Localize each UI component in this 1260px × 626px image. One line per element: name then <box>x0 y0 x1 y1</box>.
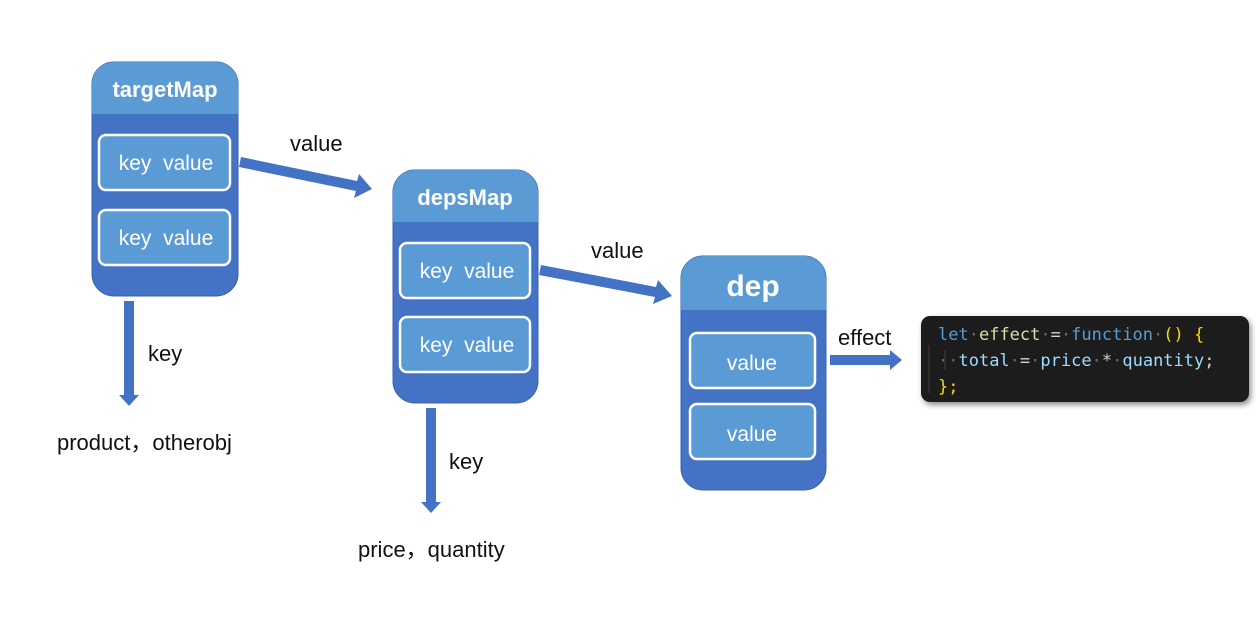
code-line-3: }; <box>938 377 958 397</box>
depsmap-slot-1-label: key value <box>420 260 515 283</box>
dep-title: dep <box>726 270 779 303</box>
code-line-2: ··total·=·price·*·quantity; <box>938 351 1215 371</box>
targetmap-title: targetMap <box>112 77 217 102</box>
dep-slot-2-label: value <box>727 423 777 446</box>
depsmap-title: depsMap <box>417 185 512 210</box>
edge-label-deps-key: key <box>449 449 483 474</box>
arrow-deps-to-dep <box>539 265 672 304</box>
targetmap-node: targetMap key value key value <box>91 61 239 297</box>
deps-keys-output: price，quantity <box>358 537 505 562</box>
dep-slot-1: value <box>688 331 817 390</box>
targetmap-slot-1: key value <box>97 133 232 192</box>
targetmap-slot-1-label: key value <box>119 152 214 175</box>
depsmap-slot-2-label: key value <box>420 334 515 357</box>
dep-slot-1-label: value <box>727 352 777 375</box>
code-line-1: let·effect·=·function·() { <box>938 325 1204 345</box>
edge-label-target-key: key <box>148 341 182 366</box>
arrow-dep-effect <box>830 350 902 370</box>
target-keys-output: product，otherobj <box>57 430 232 455</box>
depsmap-slot-2: key value <box>398 315 532 374</box>
edge-label-effect: effect <box>838 325 891 350</box>
arrow-deps-key-down <box>421 408 441 513</box>
edge-label-target-to-deps: value <box>290 131 343 156</box>
depsmap-slot-1: key value <box>398 241 532 300</box>
targetmap-slot-2-label: key value <box>119 227 214 250</box>
depsmap-node: depsMap key value key value <box>392 169 539 404</box>
targetmap-slot-2: key value <box>97 208 232 267</box>
arrow-target-key-down <box>119 301 139 406</box>
dep-slot-2: value <box>688 402 817 461</box>
effect-code-snippet: let·effect·=·function·() { ··total·=·pri… <box>921 316 1249 402</box>
dep-node: dep value value <box>680 255 827 491</box>
arrow-target-to-deps <box>239 157 372 198</box>
edge-label-deps-to-dep: value <box>591 238 644 263</box>
